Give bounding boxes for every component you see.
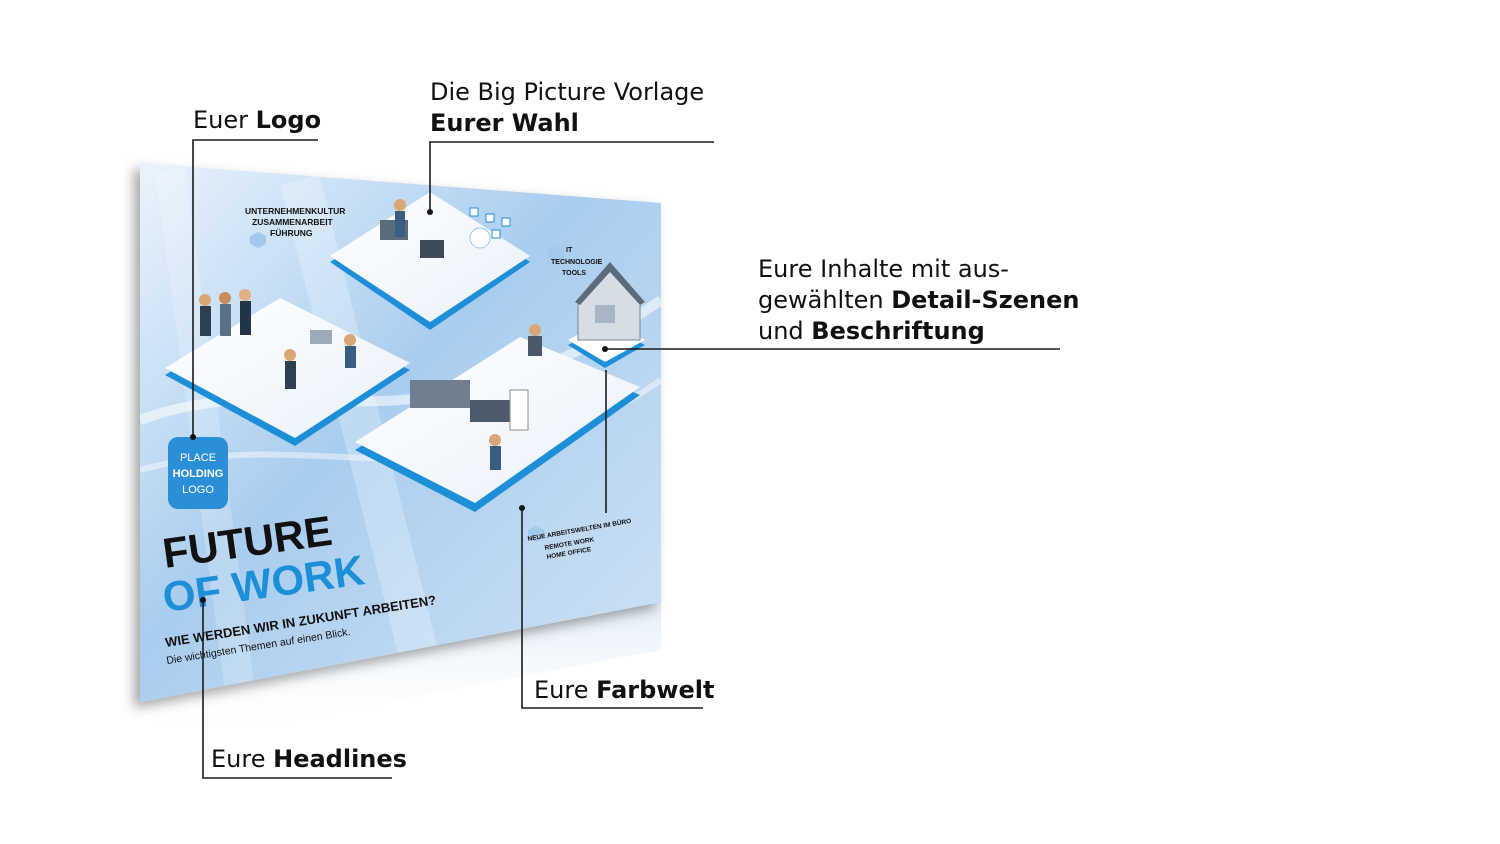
leader-dot-vorlage	[427, 209, 433, 215]
callout-inhalte-line2-pre: gewählten	[758, 286, 892, 314]
label-culture-3: FÜHRUNG	[270, 228, 313, 238]
callout-logo-pre: Euer	[193, 106, 256, 134]
label-it-3: TOOLS	[562, 270, 586, 277]
leader-line-farbwelt	[521, 508, 703, 709]
leader-dot-farbwelt	[519, 505, 525, 511]
callout-logo: Euer Logo	[193, 105, 321, 136]
leader-line-vorlage	[429, 141, 714, 212]
hexagon-decoration	[250, 232, 266, 248]
label-it-2: TECHNOLOGIE	[551, 259, 603, 266]
callout-inhalte-line2-bold: Detail-Szenen	[891, 286, 1080, 314]
callout-inhalte-line3-pre: und	[758, 317, 812, 345]
callout-farbwelt-pre: Eure	[534, 676, 597, 704]
leader-dot-inhalte	[602, 346, 608, 352]
callout-headlines-bold: Headlines	[273, 745, 407, 773]
label-culture-2: ZUSAMMENARBEIT	[252, 217, 334, 227]
platform-left	[165, 289, 410, 446]
leader-dot-headlines	[200, 597, 206, 603]
light-streak	[280, 175, 440, 665]
platform-right	[355, 324, 640, 512]
callout-inhalte-line1: Eure Inhalte mit aus-	[758, 255, 1009, 283]
callout-vorlage-line1: Die Big Picture Vorlage	[430, 78, 705, 106]
callout-vorlage-line2: Eurer Wahl	[430, 109, 579, 137]
label-it-1: IT	[566, 247, 573, 254]
placeholder-logo: PLACE HOLDING LOGO	[168, 437, 228, 509]
it-icons	[469, 207, 511, 239]
poster: UNTERNEHMENKULTUR ZUSAMMENARBEIT FÜHRUNG…	[140, 163, 661, 702]
callout-headlines-pre: Eure	[211, 745, 274, 773]
logo-text-holding: HOLDING	[173, 468, 224, 480]
hexagon-decoration	[528, 526, 544, 542]
leader-line-headlines	[202, 600, 392, 779]
logo-text-place: PLACE	[180, 452, 216, 464]
callout-logo-bold: Logo	[255, 106, 322, 134]
light-streak	[155, 167, 255, 693]
logo-text-logo: LOGO	[182, 484, 214, 496]
poster-reflection	[150, 602, 661, 744]
callout-headlines: Eure Headlines	[211, 744, 407, 775]
callout-inhalte: Eure Inhalte mit aus- gewählten Detail-S…	[758, 254, 1080, 347]
callout-farbwelt: Eure Farbwelt	[534, 675, 714, 706]
label-culture-1: UNTERNEHMENKULTUR	[245, 206, 345, 216]
callout-farbwelt-bold: Farbwelt	[596, 676, 715, 704]
callout-inhalte-line3-bold: Beschriftung	[811, 317, 985, 345]
callout-vorlage: Die Big Picture Vorlage Eurer Wahl	[430, 77, 704, 139]
callout-lines	[190, 139, 1060, 779]
leader-line-logo	[192, 139, 318, 437]
platform-top	[330, 192, 530, 330]
leader-dot-logo	[190, 434, 196, 440]
hexagon-decoration	[548, 246, 564, 262]
